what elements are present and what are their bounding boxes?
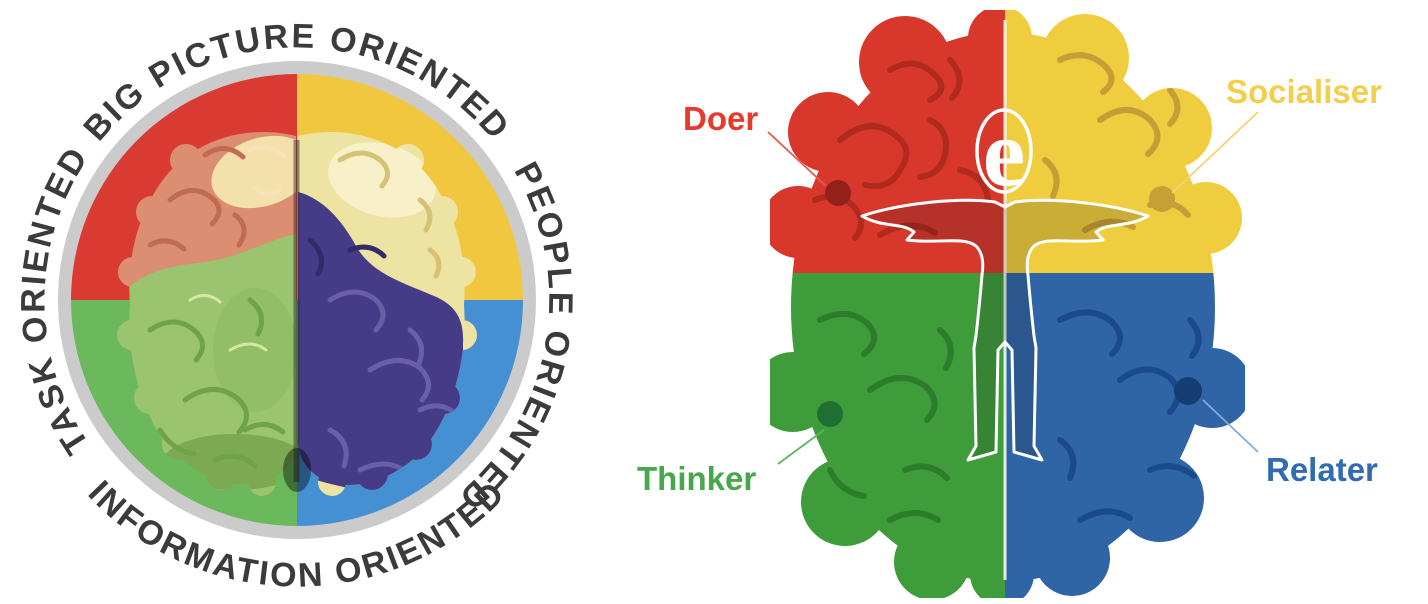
e-emblem-letter: e <box>983 99 1026 206</box>
thinker-label: Thinker <box>637 460 756 497</box>
doer-label: Doer <box>683 100 758 137</box>
doer-gyri <box>812 57 991 241</box>
left-hemi-light-gyri <box>188 294 268 352</box>
thinker-leader-line <box>777 429 825 465</box>
left-hemi-highlight-gyri <box>248 145 286 196</box>
quadrant-wheel-diagram: BIG PICTURE ORIENTED PEOPLE ORIENTED TAS… <box>15 17 577 595</box>
center-person-figure <box>860 198 1150 462</box>
relater-label: Relater <box>1266 451 1378 488</box>
socialiser-label: Socialiser <box>1226 73 1382 110</box>
brain-quadrant-thinker <box>770 273 1005 598</box>
socialiser-dot <box>1149 186 1175 212</box>
socialiser-leader-line <box>1171 111 1259 194</box>
relater-gyri <box>1057 309 1202 523</box>
thinker-gyri <box>817 311 954 523</box>
e-emblem-oval <box>975 108 1033 194</box>
relater-leader-line <box>1202 399 1259 453</box>
left-hemi-salmon-gyri <box>147 146 247 252</box>
relater-dot <box>1174 377 1202 405</box>
doer-leader-line <box>767 131 827 187</box>
right-hemi-dark-gyri <box>307 237 387 277</box>
brain-quadrant-relater <box>1005 273 1245 598</box>
brain-quadrant-styles-diagram: e Doer Socialiser Thinker Relater <box>637 10 1382 598</box>
doer-dot <box>825 180 851 206</box>
brain-bottom-shadow <box>283 448 311 492</box>
brain-midline-gap <box>293 140 300 482</box>
left-hemi-green-gyri <box>147 297 286 469</box>
thinker-dot <box>817 401 843 427</box>
hemisphere-divider-line <box>1003 20 1007 580</box>
